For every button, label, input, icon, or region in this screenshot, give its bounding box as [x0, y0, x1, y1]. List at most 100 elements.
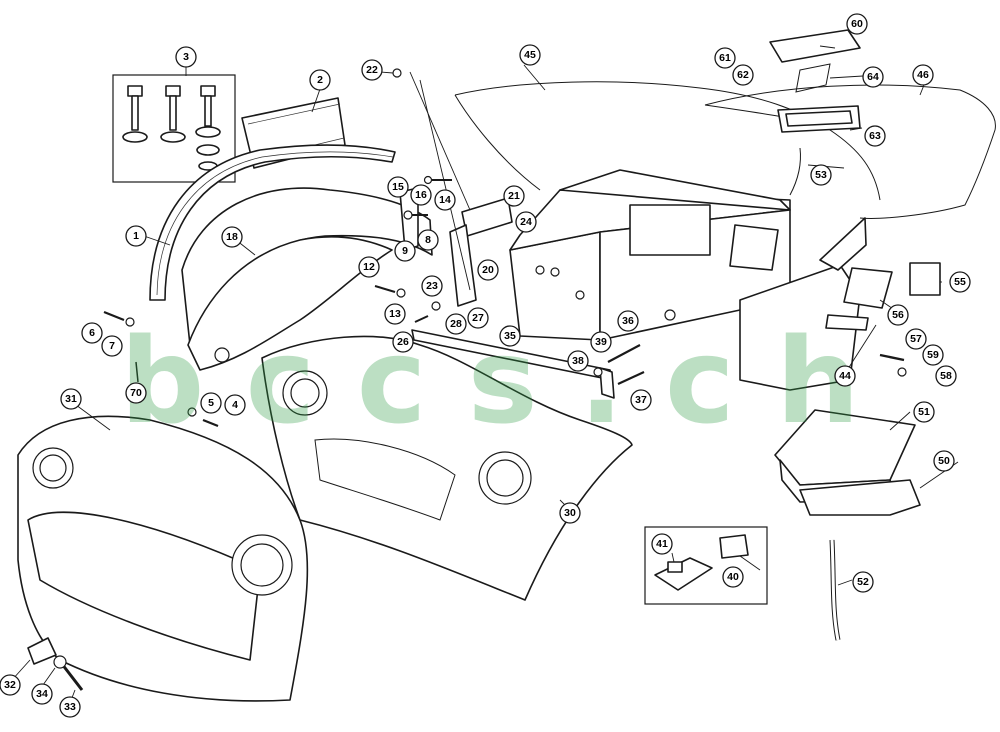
callout-label: 7 [109, 340, 115, 352]
callout-label: 60 [851, 18, 863, 30]
callout-label: 27 [472, 312, 484, 324]
callout-1: 1 [125, 225, 147, 247]
callout-label: 32 [4, 679, 16, 691]
callout-label: 26 [397, 336, 409, 348]
callout-label: 70 [130, 387, 142, 399]
callout-8: 8 [417, 229, 439, 251]
callout-23: 23 [421, 275, 443, 297]
callout-18: 18 [221, 226, 243, 248]
screws-36-37 [593, 344, 645, 385]
bolt-set-box [112, 74, 236, 183]
callout-21: 21 [503, 185, 525, 207]
bolt-icon [122, 85, 148, 143]
callout-label: 15 [392, 181, 404, 193]
callout-label: 31 [65, 393, 77, 405]
callout-16: 16 [410, 184, 432, 206]
callout-15: 15 [387, 176, 409, 198]
callout-45: 45 [519, 44, 541, 66]
inner-wing-panel [181, 187, 433, 371]
callout-2: 2 [309, 69, 331, 91]
callout-label: 14 [439, 194, 451, 206]
curved-bead [149, 144, 396, 301]
callout-label: 21 [508, 190, 520, 202]
callout-label: 8 [425, 234, 431, 246]
callout-28: 28 [445, 313, 467, 335]
callout-label: 58 [940, 370, 952, 382]
callout-label: 33 [64, 701, 76, 713]
callout-label: 28 [450, 318, 462, 330]
side-brackets [399, 187, 513, 307]
callout-label: 39 [595, 336, 607, 348]
callout-37: 37 [630, 389, 652, 411]
callout-label: 36 [622, 315, 634, 327]
callout-label: 41 [656, 538, 668, 550]
cross-rail [411, 329, 615, 399]
callout-label: 12 [363, 261, 375, 273]
callout-label: 56 [892, 309, 904, 321]
callout-label: 50 [938, 455, 950, 467]
callout-label: 30 [564, 507, 576, 519]
callout-61: 61 [714, 47, 736, 69]
bolt-icon [160, 85, 186, 143]
bulkhead-assembly [509, 169, 867, 391]
callout-label: 55 [954, 276, 966, 288]
callout-label: 4 [232, 399, 238, 411]
callout-6: 6 [81, 322, 103, 344]
callout-label: 22 [366, 64, 378, 76]
screw-70 [135, 361, 139, 383]
callout-label: 35 [504, 330, 516, 342]
callout-label: 16 [415, 189, 427, 201]
callout-70: 70 [125, 382, 147, 404]
callout-label: 3 [183, 51, 189, 63]
callout-33: 33 [59, 696, 81, 718]
scuttle-panel [261, 335, 633, 601]
callout-label: 53 [815, 169, 827, 181]
bolt-33-34 [27, 637, 84, 691]
callout-label: 45 [524, 49, 536, 61]
screws-8-16 [374, 68, 452, 323]
callout-20: 20 [477, 259, 499, 281]
callout-label: 63 [869, 130, 881, 142]
callout-34: 34 [31, 683, 53, 705]
callout-56: 56 [887, 304, 909, 326]
callout-59: 59 [922, 344, 944, 366]
callout-24: 24 [515, 211, 537, 233]
callout-22: 22 [361, 59, 383, 81]
callout-36: 36 [617, 310, 639, 332]
front-shroud [17, 415, 309, 702]
pipe-52 [829, 539, 841, 641]
callout-3: 3 [175, 46, 197, 68]
callout-50: 50 [933, 450, 955, 472]
callout-9: 9 [394, 240, 416, 262]
callout-label: 40 [727, 571, 739, 583]
hood-seal-60 [769, 29, 861, 63]
callout-63: 63 [864, 125, 886, 147]
callout-7: 7 [101, 335, 123, 357]
callout-label: 61 [719, 52, 731, 64]
callout-14: 14 [434, 189, 456, 211]
callout-4: 4 [224, 394, 246, 416]
watermark-text: b c c s . c h [120, 312, 860, 450]
bracket-56 [825, 267, 893, 331]
callout-label: 24 [520, 216, 532, 228]
callout-60: 60 [846, 13, 868, 35]
seal-ring-63 [777, 105, 861, 133]
bolt-6-7 [103, 310, 135, 327]
callout-label: 34 [36, 688, 48, 700]
callout-41: 41 [651, 533, 673, 555]
callout-40: 40 [722, 566, 744, 588]
callout-label: 6 [89, 327, 95, 339]
callout-label: 64 [867, 71, 879, 83]
callout-13: 13 [384, 303, 406, 325]
callout-27: 27 [467, 307, 489, 329]
callout-label: 1 [133, 230, 139, 242]
callout-label: 18 [226, 231, 238, 243]
callout-12: 12 [358, 256, 380, 278]
callout-44: 44 [834, 365, 856, 387]
callout-label: 20 [482, 264, 494, 276]
callout-label: 62 [737, 69, 749, 81]
bolt-57-59 [879, 353, 907, 377]
callout-55: 55 [949, 271, 971, 293]
callout-label: 59 [927, 349, 939, 361]
plate-55 [909, 262, 941, 296]
